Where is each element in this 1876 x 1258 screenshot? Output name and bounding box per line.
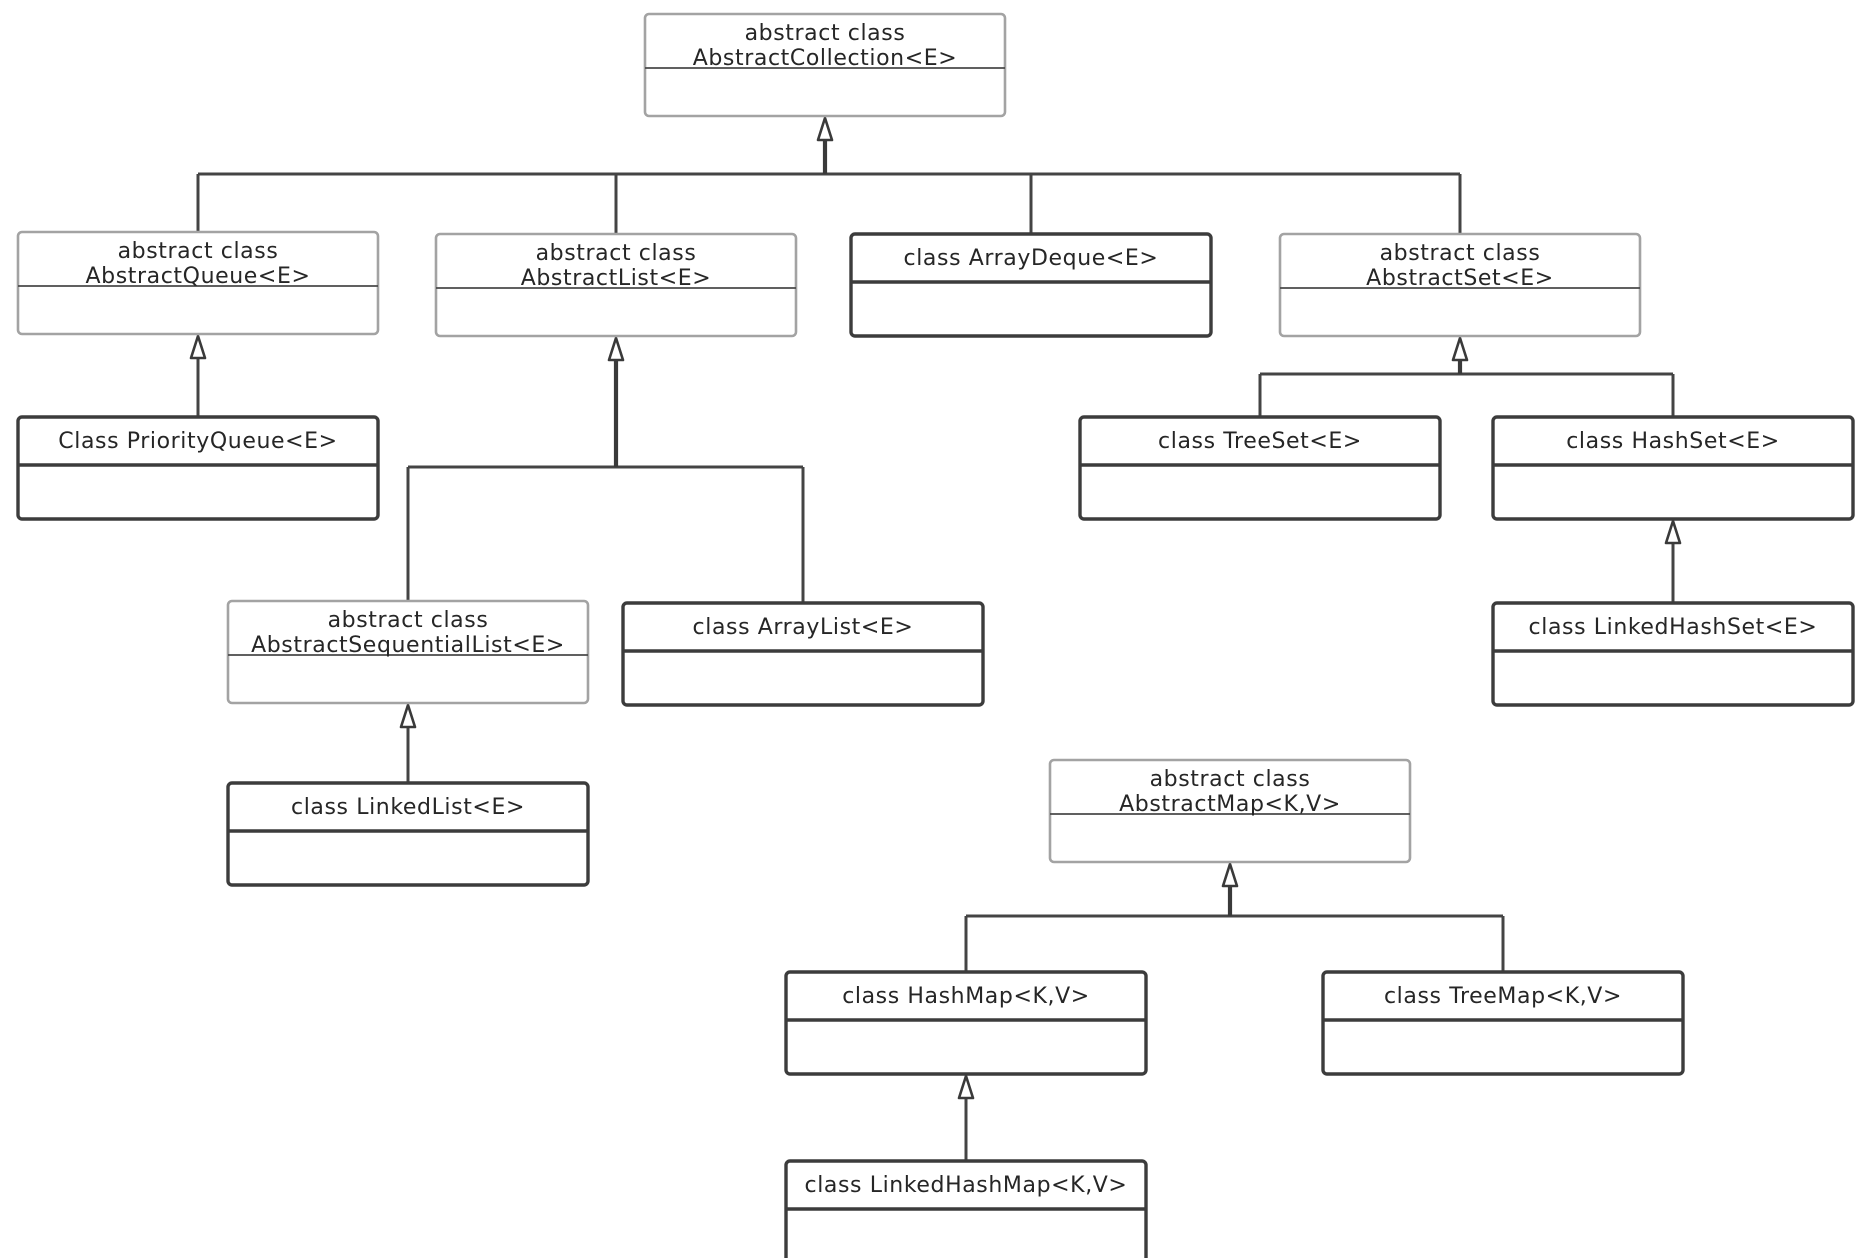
inheritance-arrow-icon	[399, 703, 417, 729]
inheritance-edge-abstract-map	[964, 862, 1505, 972]
class-box-array-list[interactable]: class ArrayList<E>	[621, 601, 985, 707]
class-name-line: AbstractList<E>	[521, 266, 712, 291]
class-box-array-deque[interactable]: class ArrayDeque<E>	[849, 232, 1213, 338]
class-box-frame	[1491, 415, 1855, 521]
inheritance-arrow-icon	[1221, 862, 1239, 888]
class-box-frame	[226, 781, 590, 887]
class-box-frame	[849, 232, 1213, 338]
class-box-linked-hash-map[interactable]: class LinkedHashMap<K,V>	[784, 1159, 1148, 1258]
class-box-tree-set[interactable]: class TreeSet<E>	[1078, 415, 1442, 521]
inheritance-edge-abstract-list	[406, 336, 805, 603]
class-box-frame	[16, 415, 380, 521]
inheritance-edge-hash-map	[957, 1074, 975, 1161]
class-name-line: AbstractCollection<E>	[693, 46, 958, 71]
class-name-line: class HashMap<K,V>	[842, 984, 1090, 1009]
class-name-line: AbstractSequentialList<E>	[251, 633, 565, 658]
class-name-line: class LinkedList<E>	[291, 795, 525, 820]
class-box-linked-hash-set[interactable]: class LinkedHashSet<E>	[1491, 601, 1855, 707]
class-box-hash-map[interactable]: class HashMap<K,V>	[784, 970, 1148, 1076]
class-box-frame	[1078, 415, 1442, 521]
inheritance-arrow-icon	[816, 116, 834, 142]
class-box-frame	[784, 970, 1148, 1076]
inheritance-arrow-icon	[957, 1074, 975, 1100]
class-box-priority-queue[interactable]: Class PriorityQueue<E>	[16, 415, 380, 521]
inheritance-arrow-icon	[1451, 336, 1469, 362]
class-name-line: class ArrayList<E>	[693, 615, 914, 640]
class-boxes: abstract classAbstractCollection<E>abstr…	[16, 12, 1855, 1258]
class-name-line: class LinkedHashSet<E>	[1529, 615, 1818, 640]
class-name-line: abstract class	[328, 608, 489, 633]
class-box-hash-set[interactable]: class HashSet<E>	[1491, 415, 1855, 521]
class-name-line: abstract class	[118, 239, 279, 264]
class-name-line: Class PriorityQueue<E>	[58, 429, 337, 454]
inheritance-arrow-icon	[607, 336, 625, 362]
inheritance-arrow-icon	[189, 334, 207, 360]
class-box-tree-map[interactable]: class TreeMap<K,V>	[1321, 970, 1685, 1076]
class-box-frame	[621, 601, 985, 707]
class-name-line: class TreeSet<E>	[1158, 429, 1362, 454]
inheritance-edge-abstract-set	[1258, 336, 1675, 417]
class-box-linked-list[interactable]: class LinkedList<E>	[226, 781, 590, 887]
class-name-line: AbstractQueue<E>	[86, 264, 311, 289]
class-name-line: AbstractSet<E>	[1366, 266, 1554, 291]
class-box-frame	[1278, 232, 1642, 338]
class-name-line: abstract class	[745, 21, 906, 46]
class-box-frame	[16, 230, 380, 336]
class-box-frame	[1491, 601, 1855, 707]
class-name-line: class ArrayDeque<E>	[904, 246, 1159, 271]
inheritance-edge-hash-set	[1664, 519, 1682, 603]
class-box-frame	[1048, 758, 1412, 864]
class-name-line: AbstractMap<K,V>	[1119, 792, 1341, 817]
class-box-frame	[434, 232, 798, 338]
class-name-line: abstract class	[536, 241, 697, 266]
inheritance-arrow-icon	[1664, 519, 1682, 545]
class-name-line: class TreeMap<K,V>	[1384, 984, 1622, 1009]
inheritance-edge-abstract-sequential-list	[399, 703, 417, 783]
inheritance-edges	[189, 116, 1682, 1161]
class-box-frame	[643, 12, 1007, 118]
class-name-line: class LinkedHashMap<K,V>	[805, 1173, 1128, 1198]
class-box-frame	[1321, 970, 1685, 1076]
class-name-line: class HashSet<E>	[1566, 429, 1780, 454]
class-name-line: abstract class	[1380, 241, 1541, 266]
class-name-line: abstract class	[1150, 767, 1311, 792]
inheritance-edge-abstract-collection	[196, 116, 1462, 234]
inheritance-edge-abstract-queue	[189, 334, 207, 417]
class-box-frame	[226, 599, 590, 705]
